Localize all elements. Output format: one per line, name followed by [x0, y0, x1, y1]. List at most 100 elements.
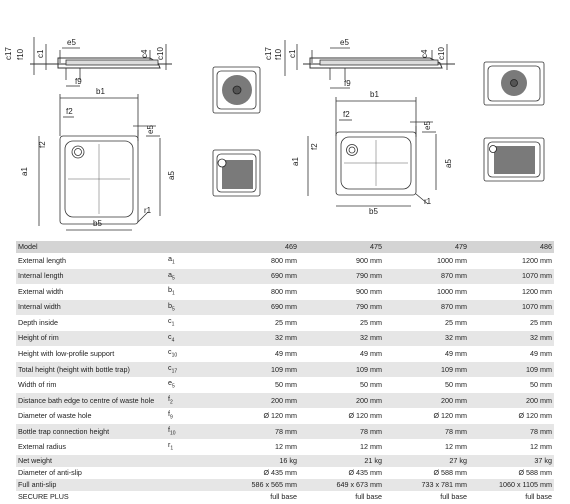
cell-value: 1200 mm [469, 284, 554, 300]
right-plan-view [307, 97, 437, 207]
cell-value: Ø 435 mm [214, 467, 299, 480]
row-symbol: f2 [168, 392, 214, 409]
cell-value: 50 mm [469, 377, 554, 393]
cell-value: 50 mm [384, 377, 469, 393]
cell-value: 200 mm [299, 392, 384, 409]
left-dim-c17: c17 [4, 47, 13, 60]
cell-value: 50 mm [214, 377, 299, 393]
row-label: Height of rim [16, 330, 168, 347]
left-dim-b5: b5 [93, 219, 102, 228]
row-label: Net weight [16, 455, 168, 468]
symbol-letter: a [168, 254, 172, 264]
row-symbol: c1 [168, 315, 214, 331]
row-label: Full anti-slip [16, 479, 168, 492]
right-thumb-full-anti-slip [483, 137, 545, 182]
right-dim-r1: r1 [424, 197, 432, 206]
left-dim-f9: f9 [75, 77, 82, 86]
cell-value: 25 mm [384, 315, 469, 331]
right-dim-e5: e5 [340, 38, 349, 47]
row-symbol [168, 491, 214, 504]
right-dim-e5: e5 [423, 121, 432, 130]
right-dim-c4: c4 [420, 49, 429, 58]
left-dim-a5: a5 [167, 171, 176, 180]
left-dim-f2-top: f2 [66, 107, 73, 116]
cell-value: 200 mm [469, 392, 554, 409]
table-row: Total height (height with bottle trap)c 1… [16, 361, 554, 378]
row-symbol: b1 [168, 284, 214, 300]
row-label: Distance bath edge to centre of waste ho… [16, 392, 168, 409]
row-symbol: a1 [168, 253, 214, 269]
left-dim-f10: f10 [16, 48, 25, 60]
cell-value: 790 mm [299, 299, 384, 316]
symbol-letter: e [168, 378, 172, 388]
symbol-subscript: 9 [170, 414, 173, 421]
cell-value: 200 mm [214, 392, 299, 409]
row-symbol: c4 [168, 330, 214, 347]
cell-value: Ø 120 mm [214, 408, 299, 424]
right-section-labels: c17 f10 c1 e5 c4 c10 f9 [264, 38, 446, 88]
right-dim-f9: f9 [344, 79, 351, 88]
right-section-view [284, 40, 455, 89]
symbol-letter: c [168, 362, 172, 372]
cell-value: 1070 mm [469, 268, 554, 285]
cell-value: 109 mm [214, 361, 299, 378]
cell-value: Ø 588 mm [469, 467, 554, 480]
left-dim-c1: c1 [36, 49, 45, 58]
cell-value: Ø 435 mm [299, 467, 384, 480]
cell-value: 1000 mm [384, 253, 469, 269]
cell-value: 78 mm [214, 423, 299, 440]
cell-value: Ø 588 mm [384, 467, 469, 480]
right-dim-a1: a1 [291, 157, 300, 166]
row-symbol: c10 [168, 346, 214, 362]
cell-value: 870 mm [384, 268, 469, 285]
row-symbol [168, 455, 214, 468]
symbol-subscript: 5 [172, 383, 175, 390]
cell-value: 16 kg [214, 455, 299, 468]
row-symbol: f10 [168, 423, 214, 440]
right-dim-b5: b5 [369, 207, 378, 216]
row-symbol: r1 [168, 439, 214, 455]
cell-value: 109 mm [384, 361, 469, 378]
cell-value: 32 mm [299, 330, 384, 347]
row-symbol: b5 [168, 299, 214, 316]
cell-value: 21 kg [299, 455, 384, 468]
row-symbol [168, 479, 214, 492]
cell-value: Ø 120 mm [384, 408, 469, 424]
symbol-letter: c [168, 331, 172, 341]
row-label: Total height (height with bottle trap) [16, 361, 168, 378]
cell-value: Ø 120 mm [299, 408, 384, 424]
cell-value: 32 mm [214, 330, 299, 347]
symbol-letter: f [168, 393, 170, 403]
row-label: Diameter of anti-slip [16, 467, 168, 480]
symbol-letter: r [168, 440, 171, 450]
left-dim-c4: c4 [140, 49, 149, 58]
cell-value: 870 mm [384, 299, 469, 316]
symbol-subscript: 5 [172, 275, 175, 282]
cell-value: 78 mm [469, 423, 554, 440]
row-symbol: a5 [168, 268, 214, 285]
left-plan-view [38, 94, 161, 231]
symbol-subscript: 1 [172, 259, 175, 266]
cell-value: 900 mm [299, 253, 384, 269]
cell-value: 1200 mm [469, 253, 554, 269]
row-symbol: f9 [168, 408, 214, 424]
header-model-469: 469 [214, 241, 299, 254]
left-dim-b1: b1 [96, 87, 105, 96]
left-dim-e5: e5 [146, 125, 155, 134]
symbol-letter: c [168, 347, 172, 357]
right-dim-a5: a5 [444, 159, 453, 168]
symbol-subscript: 2 [170, 399, 173, 406]
cell-value: 49 mm [214, 346, 299, 362]
cell-value: 12 mm [299, 439, 384, 455]
cell-value: 800 mm [214, 284, 299, 300]
row-label: External width [16, 284, 168, 300]
cell-value: 1000 mm [384, 284, 469, 300]
row-label: Internal length [16, 268, 168, 285]
